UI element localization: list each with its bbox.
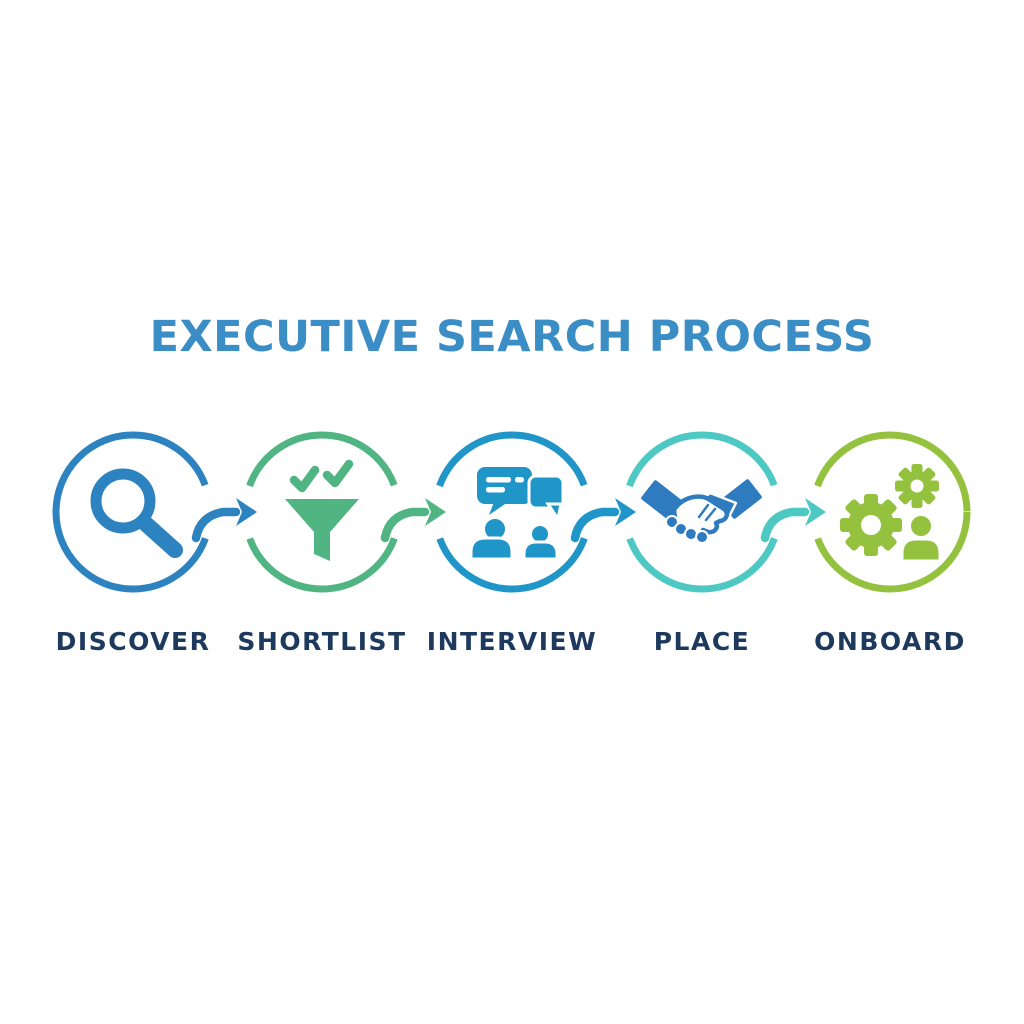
handshake-knuckles	[665, 515, 709, 544]
step-ring	[241, 431, 403, 593]
handshake-finger-line	[704, 507, 717, 522]
gear-small	[895, 464, 939, 508]
right-arrow-icon	[760, 498, 826, 543]
step-ring	[52, 431, 214, 593]
right-arrow-icon	[191, 498, 257, 543]
step-label-place: PLACE	[653, 627, 751, 656]
handshake-icon	[641, 479, 762, 544]
person-left-body	[469, 536, 514, 561]
step-ring	[431, 431, 593, 593]
process-step-discover	[52, 431, 214, 593]
step-label-shortlist: SHORTLIST	[237, 627, 407, 656]
speech-bubble-large	[477, 467, 532, 504]
process-step-place	[621, 431, 783, 593]
process-step-onboard	[809, 431, 971, 593]
step-label-interview: INTERVIEW	[426, 627, 598, 656]
checkmark-left	[289, 465, 320, 493]
right-arrow-icon	[380, 498, 446, 543]
bubble-text-line	[486, 487, 505, 493]
funnel	[285, 499, 359, 561]
bubble-text-line	[486, 477, 511, 483]
step-ring	[809, 431, 971, 593]
right-arrow-icon	[570, 498, 636, 543]
step-label-discover: DISCOVER	[55, 627, 211, 656]
bubble-text-line	[515, 477, 524, 483]
checkmark-right	[322, 459, 354, 488]
process-step-interview	[431, 431, 593, 593]
magnifier-lens	[90, 468, 156, 534]
step-label-onboard: ONBOARD	[814, 627, 966, 656]
process-step-shortlist	[241, 431, 403, 593]
gears-person-icon	[840, 464, 942, 563]
conversation-people-icon	[469, 467, 565, 561]
magnifier-handle	[138, 516, 183, 558]
step-ring	[621, 431, 783, 593]
magnifier-search-icon	[90, 468, 183, 558]
speech-bubble-large-tail	[489, 502, 508, 515]
speech-bubble-small	[527, 474, 565, 510]
handshake-finger-line	[697, 503, 710, 519]
speech-bubble-small-tail	[545, 502, 563, 523]
person-head	[908, 513, 934, 539]
person-body	[900, 537, 942, 563]
funnel-checkmarks-icon	[285, 459, 359, 561]
person-right-body	[522, 540, 559, 561]
gear-large	[840, 494, 902, 556]
page-title: EXECUTIVE SEARCH PROCESS	[149, 312, 875, 362]
